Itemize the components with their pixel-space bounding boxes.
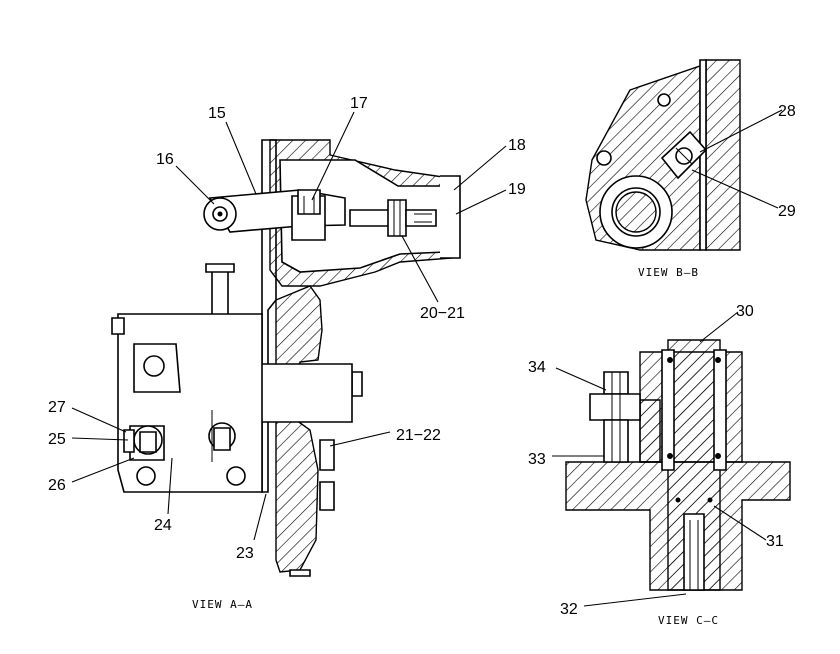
- view-titles: VIEW A–A VIEW B–B VIEW C–C: [192, 266, 719, 627]
- callout-23: 23: [236, 545, 254, 562]
- callout-16: 16: [156, 151, 174, 168]
- callout-30: 30: [736, 303, 754, 320]
- view-b-b-drawing: [585, 59, 741, 251]
- callout-31: 31: [766, 533, 784, 550]
- callout-24: 24: [154, 517, 172, 534]
- callout-28: 28: [778, 103, 796, 120]
- leader-lines: [71, 109, 783, 607]
- view-title-c-c: VIEW C–C: [658, 614, 719, 627]
- callout-15: 15: [208, 105, 226, 122]
- view-a-a-drawing: [111, 139, 461, 577]
- callout-20-21: 20−21: [420, 305, 465, 322]
- callout-29: 29: [778, 203, 796, 220]
- callout-32: 32: [560, 601, 578, 618]
- callout-26: 26: [48, 477, 66, 494]
- callout-27: 27: [48, 399, 66, 416]
- view-title-b-b: VIEW B–B: [638, 266, 699, 279]
- view-c-c-drawing: [565, 339, 791, 591]
- callout-25: 25: [48, 431, 66, 448]
- callout-17: 17: [350, 95, 368, 112]
- callout-21-22: 21−22: [396, 427, 441, 444]
- callout-18: 18: [508, 137, 526, 154]
- callout-34: 34: [528, 359, 546, 376]
- callouts: 15 16 17 18 19 20−21 21−22 23 24 25 26 2…: [48, 95, 796, 618]
- callout-33: 33: [528, 451, 546, 468]
- callout-19: 19: [508, 181, 526, 198]
- view-title-a-a: VIEW A–A: [192, 598, 253, 611]
